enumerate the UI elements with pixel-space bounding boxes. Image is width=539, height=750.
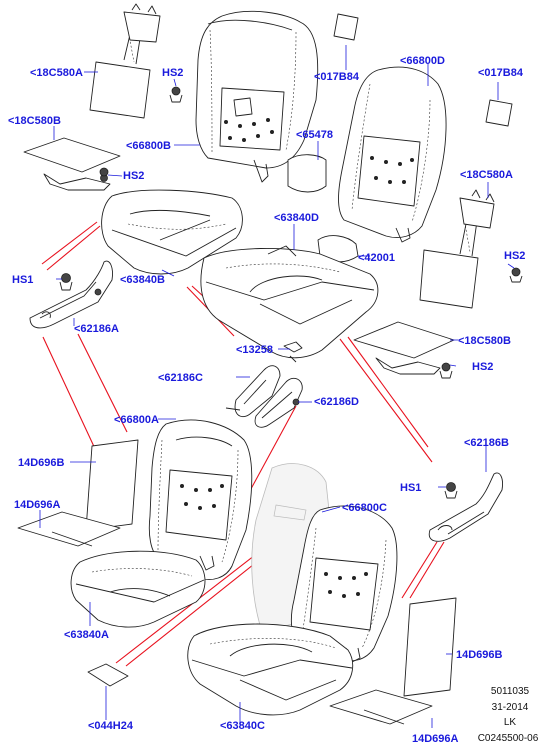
label-017b84-right: <017B84: [478, 67, 524, 79]
seat-cushion-63840b: [101, 189, 243, 275]
label-hs2-top: HS2: [162, 67, 183, 79]
panel-14d696b-left: [85, 439, 139, 531]
label-18c580a-right: <18C580A: [460, 169, 513, 181]
red-line-12: [401, 541, 438, 599]
trim-62186c: [225, 365, 281, 418]
label-63840d: <63840D: [274, 212, 319, 224]
trim-62186b: [428, 472, 503, 542]
hs2-clip-right: [509, 267, 523, 283]
label-13258: <13258: [236, 344, 273, 356]
label-017b84-top: <017B84: [314, 71, 360, 83]
heat-mat-18c580a-right: [419, 189, 495, 309]
hs2-clip-right-low: [439, 362, 453, 379]
hs1-clip-left: [59, 273, 73, 291]
seat-back-66800a: [148, 419, 253, 580]
seat-back-66800d: [338, 66, 447, 243]
hs1-clip-right: [444, 482, 458, 499]
red-line-13: [409, 541, 445, 599]
seat-back-66800c: [290, 505, 398, 663]
label-63840b: <63840B: [120, 274, 165, 286]
label-63840c: <63840C: [220, 720, 265, 732]
label-62186c: <62186C: [158, 372, 203, 384]
red-line-2: [46, 225, 101, 271]
pad-017b84-top: [333, 13, 359, 41]
label-14d696b-left: 14D696B: [18, 457, 65, 469]
label-63840a: <63840A: [64, 629, 109, 641]
label-66800b: <66800B: [126, 140, 171, 152]
hs2-clip-mid: [99, 167, 109, 177]
ref-line-3: LK: [504, 717, 517, 728]
label-14d696a-left: 14D696A: [14, 499, 61, 511]
label-66800c: <66800C: [342, 502, 387, 514]
label-hs1-right: HS1: [400, 482, 421, 494]
reference-block: 5011035 31-2014 LK C0245500-06: [478, 686, 539, 744]
heat-mat-18c580b-left: [23, 137, 121, 191]
label-hs1-left: HS1: [12, 274, 33, 286]
clip-13258: [283, 341, 303, 363]
pad-044h24: [87, 663, 129, 687]
label-18c580b-left: <18C580B: [8, 115, 61, 127]
ref-line-4: C0245500-06: [478, 733, 539, 744]
label-62186a: <62186A: [74, 323, 119, 335]
foam-65478: [287, 154, 327, 193]
label-hs2-right-low: HS2: [472, 361, 493, 373]
label-66800a: <66800A: [114, 414, 159, 426]
seat-cushion-63840c: [187, 623, 354, 716]
leader-lines: [39, 45, 515, 728]
red-line-5: [42, 336, 98, 454]
label-14d696a-right: 14D696A: [412, 733, 459, 745]
label-62186d: <62186D: [314, 396, 359, 408]
assembly-lines: [41, 221, 445, 667]
label-42001: <42001: [358, 252, 395, 264]
seat-cushion-63840a: [70, 550, 206, 628]
label-hs2-mid: HS2: [123, 170, 144, 182]
ref-line-1: 5011035: [491, 686, 530, 697]
seat-cushion-63840d: [200, 245, 379, 359]
pad-017b84-right: [485, 99, 513, 127]
heat-mat-18c580a-top: [89, 3, 161, 119]
seat-back-66800b: [195, 10, 319, 183]
panel-14d696a-right: [329, 689, 433, 725]
ref-line-2: 31-2014: [492, 702, 529, 713]
label-18c580a-top: <18C580A: [30, 67, 83, 79]
label-044h24: <044H24: [88, 720, 134, 732]
label-65478: <65478: [296, 129, 333, 141]
panel-14d696b-right: [403, 597, 457, 697]
trim-62186a: [29, 260, 113, 329]
red-line-7: [339, 338, 433, 463]
red-line-6: [77, 333, 128, 433]
label-66800d: <66800D: [400, 55, 445, 67]
red-line-11: [125, 552, 269, 667]
label-18c580b-right: <18C580B: [458, 335, 511, 347]
red-line-1: [41, 221, 98, 265]
label-hs2-right: HS2: [504, 250, 525, 262]
label-14d696b-right: 14D696B: [456, 649, 503, 661]
hs2-clip-top: [169, 86, 183, 103]
callout-labels: <18C580A HS2 <017B84 <66800D <017B84 <18…: [8, 55, 525, 745]
panel-14d696a-left: [17, 511, 121, 547]
red-line-8: [347, 336, 429, 448]
label-62186b: <62186B: [464, 437, 509, 449]
